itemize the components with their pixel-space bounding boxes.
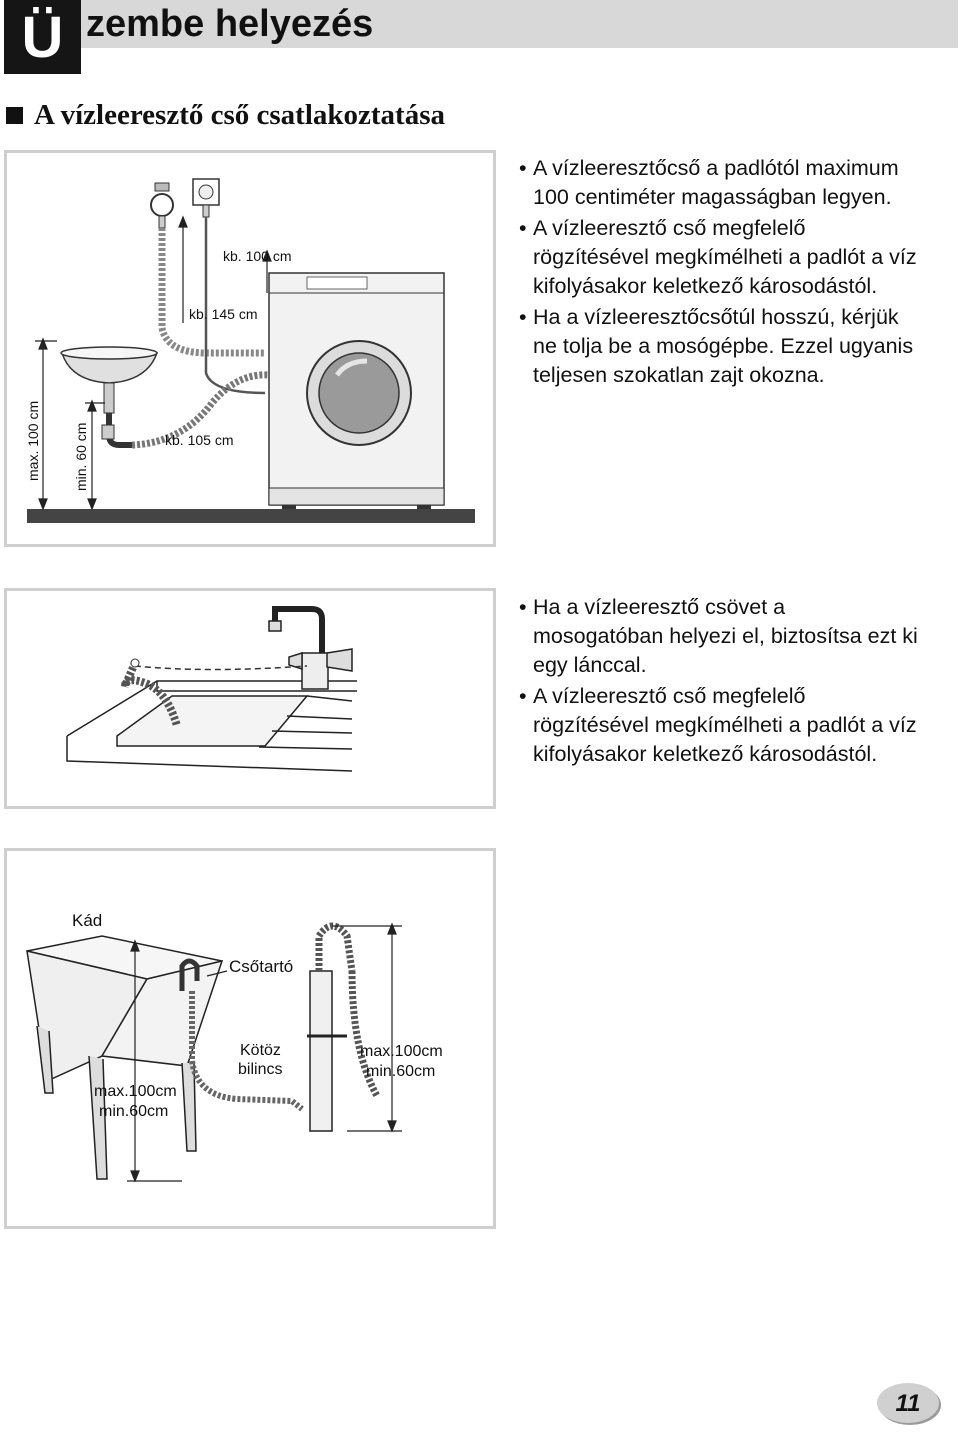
list-item-line: Ha a vízleeresztőcsőtúl hosszú, kérjük (533, 305, 899, 329)
tub-standpipe-illustration: Kád Csőtartó Kötöz bilincs max.100cm min… (26, 911, 443, 1183)
list-item-line: A vízleeresztő cső megfelelő (533, 216, 806, 240)
list-item-line: 100 centiméter magasságban legyen. (533, 185, 892, 209)
wall-socket-icon (192, 178, 220, 218)
page-title: zembe helyezés (86, 3, 374, 45)
dimension-markers (35, 215, 272, 511)
list-item-line: Ha a vízleeresztő csövet a (533, 595, 786, 619)
list-item: • A vízleeresztőcső a padlótól maximum 1… (519, 154, 957, 212)
drain-hose-shape (121, 661, 181, 728)
label-min-60-cm: min. 60 cm (73, 423, 89, 491)
header-initial-letter: Ü (4, 0, 81, 74)
figure-sink-chain (4, 588, 496, 809)
bullet-icon: • (519, 595, 527, 619)
figure-tub-standpipe: Kád Csőtartó Kötöz bilincs max.100cm min… (4, 848, 496, 1229)
label-kotoz: Kötöz (240, 1042, 281, 1059)
list-item: • Ha a vízleeresztőcsőtúl hosszú, kérjük… (519, 303, 957, 390)
bullet-icon: • (519, 305, 527, 329)
list-item-line: mosogatóban helyezi el, biztosítsa ezt k… (533, 624, 918, 648)
list-item-line: ne tolja be a mosógépbe. Ezzel ugyanis (533, 334, 914, 358)
dimension-markers (127, 922, 402, 1183)
section-title: A vízleeresztő cső csatlakoztatása (34, 99, 445, 131)
label-kad: Kád (72, 911, 102, 930)
list-item-line: kifolyásakor keletkező károsodástól. (533, 742, 878, 766)
wash-basin-icon (60, 346, 159, 448)
label-bilincs: bilincs (238, 1061, 282, 1078)
label-max-100cm-right: max.100cm (360, 1043, 443, 1060)
label-max-100-cm: max. 100 cm (25, 401, 41, 481)
list-item-line: rögzítésével megkímélheti a padlót a víz (533, 713, 917, 737)
list-item-line: kifolyásakor keletkező károsodástól. (533, 274, 878, 298)
list-item-line: teljesen szokatlan zajt okozna. (533, 363, 825, 387)
hose-holder-shape (179, 958, 200, 991)
label-kb-145-cm: kb. 145 cm (189, 306, 257, 322)
instructions-list-1: • A vízleeresztőcső a padlótól maximum 1… (519, 154, 957, 392)
header-band (4, 0, 958, 48)
water-tap-icon (150, 182, 174, 229)
list-item: • A vízleeresztő cső megfelelő rögzítésé… (519, 214, 957, 301)
page-number: 11 (877, 1383, 939, 1423)
label-csotarto: Csőtartó (229, 957, 293, 976)
bullet-icon: • (519, 156, 527, 180)
label-kb-100-cm: kb. 100 cm (223, 248, 291, 264)
list-item-line: egy lánccal. (533, 653, 647, 677)
bullet-icon: • (519, 684, 527, 708)
label-min-60cm-right: min.60cm (366, 1063, 435, 1080)
list-item: • A vízleeresztő cső megfelelő rögzítésé… (519, 682, 957, 769)
sink-chain-illustration (66, 606, 357, 772)
washing-machine-icon (268, 272, 445, 509)
list-item-line: A vízleeresztőcső a padlótól maximum (533, 156, 899, 180)
label-kb-105-cm: kb. 105 cm (165, 432, 233, 448)
standpipe-icon (307, 922, 381, 1132)
bullet-icon: • (519, 216, 527, 240)
label-min-60cm-left: min.60cm (99, 1103, 168, 1120)
section-bullet-square-icon (6, 107, 23, 124)
kitchen-sink-icon (66, 680, 357, 772)
kitchen-faucet-icon (268, 606, 353, 690)
list-item-line: rögzítésével megkímélheti a padlót a víz (533, 245, 917, 269)
drain-hose-height-illustration: kb. 100 cm kb. 145 cm kb. 105 cm max. 10… (25, 178, 475, 523)
chain-shape (134, 665, 308, 671)
list-item: • Ha a vízleeresztő csövet a mosogatóban… (519, 593, 957, 680)
figure-drain-hose-height: kb. 100 cm kb. 145 cm kb. 105 cm max. 10… (4, 150, 496, 547)
instructions-list-2: • Ha a vízleeresztő csövet a mosogatóban… (519, 593, 957, 771)
floor-shape (27, 509, 475, 523)
utility-tub-icon (26, 935, 224, 1180)
label-max-100cm-left: max.100cm (94, 1083, 177, 1100)
tub-drain-hose-shape (189, 991, 304, 1112)
list-item-line: A vízleeresztő cső megfelelő (533, 684, 806, 708)
